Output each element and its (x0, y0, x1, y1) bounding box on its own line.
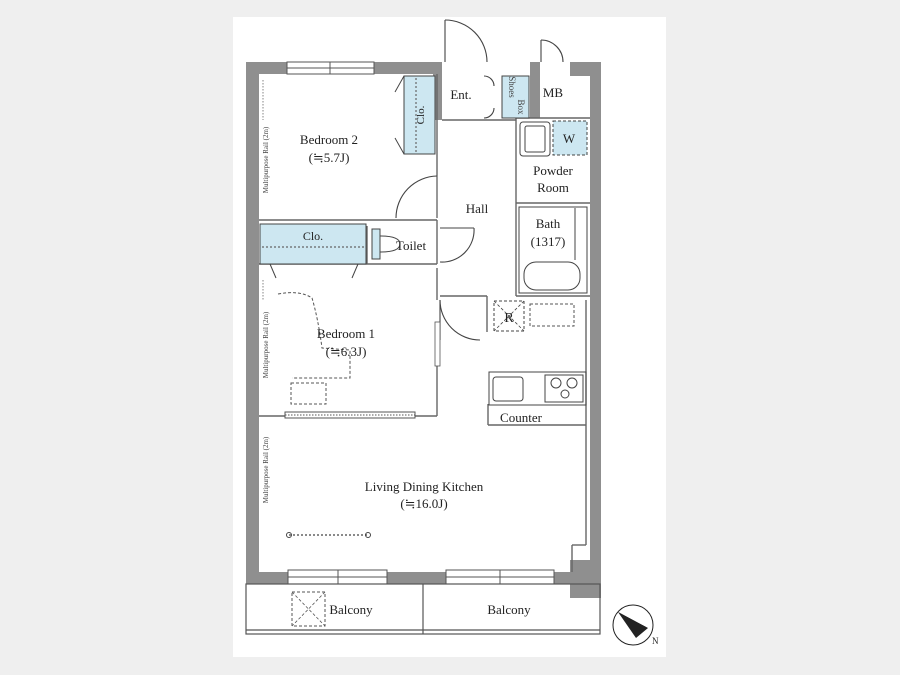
kitchen-upper-cabinet (529, 303, 575, 327)
toilet-label: Toilet (396, 238, 427, 253)
shoes-box (501, 75, 530, 119)
fridge-space (493, 300, 525, 332)
window-top-bedroom2 (286, 61, 375, 75)
compass-north-letter: N (652, 636, 659, 646)
entrance-label: Ent. (450, 87, 471, 102)
mb-label: MB (543, 85, 564, 100)
fridge-label: R (504, 311, 514, 326)
washer-space (552, 120, 588, 156)
closet-bedroom2-label: Clo. (415, 105, 427, 124)
ldk-rail-end-left (286, 532, 292, 538)
balcony (245, 583, 601, 635)
closet-bedroom2 (394, 75, 436, 155)
ldk-label: Living Dining Kitchen (365, 479, 484, 494)
rail-label-bedroom1: Multipurpose Rail (2m) (262, 311, 270, 378)
bedroom2-size: (≒5.7J) (309, 150, 350, 165)
window-bottom-left (287, 569, 388, 585)
bath-label: Bath (536, 216, 561, 231)
washer-label: W (563, 131, 576, 146)
hall-label: Hall (466, 201, 489, 216)
bedroom2-label: Bedroom 2 (300, 132, 358, 147)
sliding-door-ldk (434, 321, 441, 367)
balcony-left-label: Balcony (329, 602, 373, 617)
ldk-rail-end-right (365, 532, 371, 538)
ldk-size: (≒16.0J) (400, 496, 447, 511)
shoes-box-label-line1: Shoes (507, 76, 517, 98)
closet-bedroom1 (259, 223, 367, 279)
bedroom1-label: Bedroom 1 (317, 326, 375, 341)
toilet-fixture (371, 228, 401, 260)
window-bottom-right (445, 569, 555, 585)
shoes-box-label-line2: Box (516, 99, 526, 115)
bathtub (518, 206, 588, 294)
bedroom1-desk-outline (290, 382, 327, 405)
bath-size: (1317) (531, 234, 566, 249)
closet-bedroom1-label: Clo. (303, 229, 323, 243)
bedroom1-size: (≒6.3J) (326, 344, 367, 359)
counter-label: Counter (500, 410, 543, 425)
kitchen-counter (488, 371, 587, 406)
balcony-right-label: Balcony (487, 602, 531, 617)
powder-sink (519, 121, 551, 157)
paper-background (233, 17, 666, 657)
rail-label-bedroom2: Multipurpose Rail (2m) (262, 126, 270, 193)
powder-room-label-line1: Powder (533, 163, 573, 178)
bedroom1-furniture-outline (277, 292, 351, 379)
sliding-door-bedroom1 (284, 411, 416, 419)
powder-room-label-line2: Room (537, 180, 569, 195)
rail-label-ldk: Multipurpose Rail (2m) (262, 436, 270, 503)
doors (395, 19, 564, 341)
compass-icon: N (612, 604, 659, 646)
